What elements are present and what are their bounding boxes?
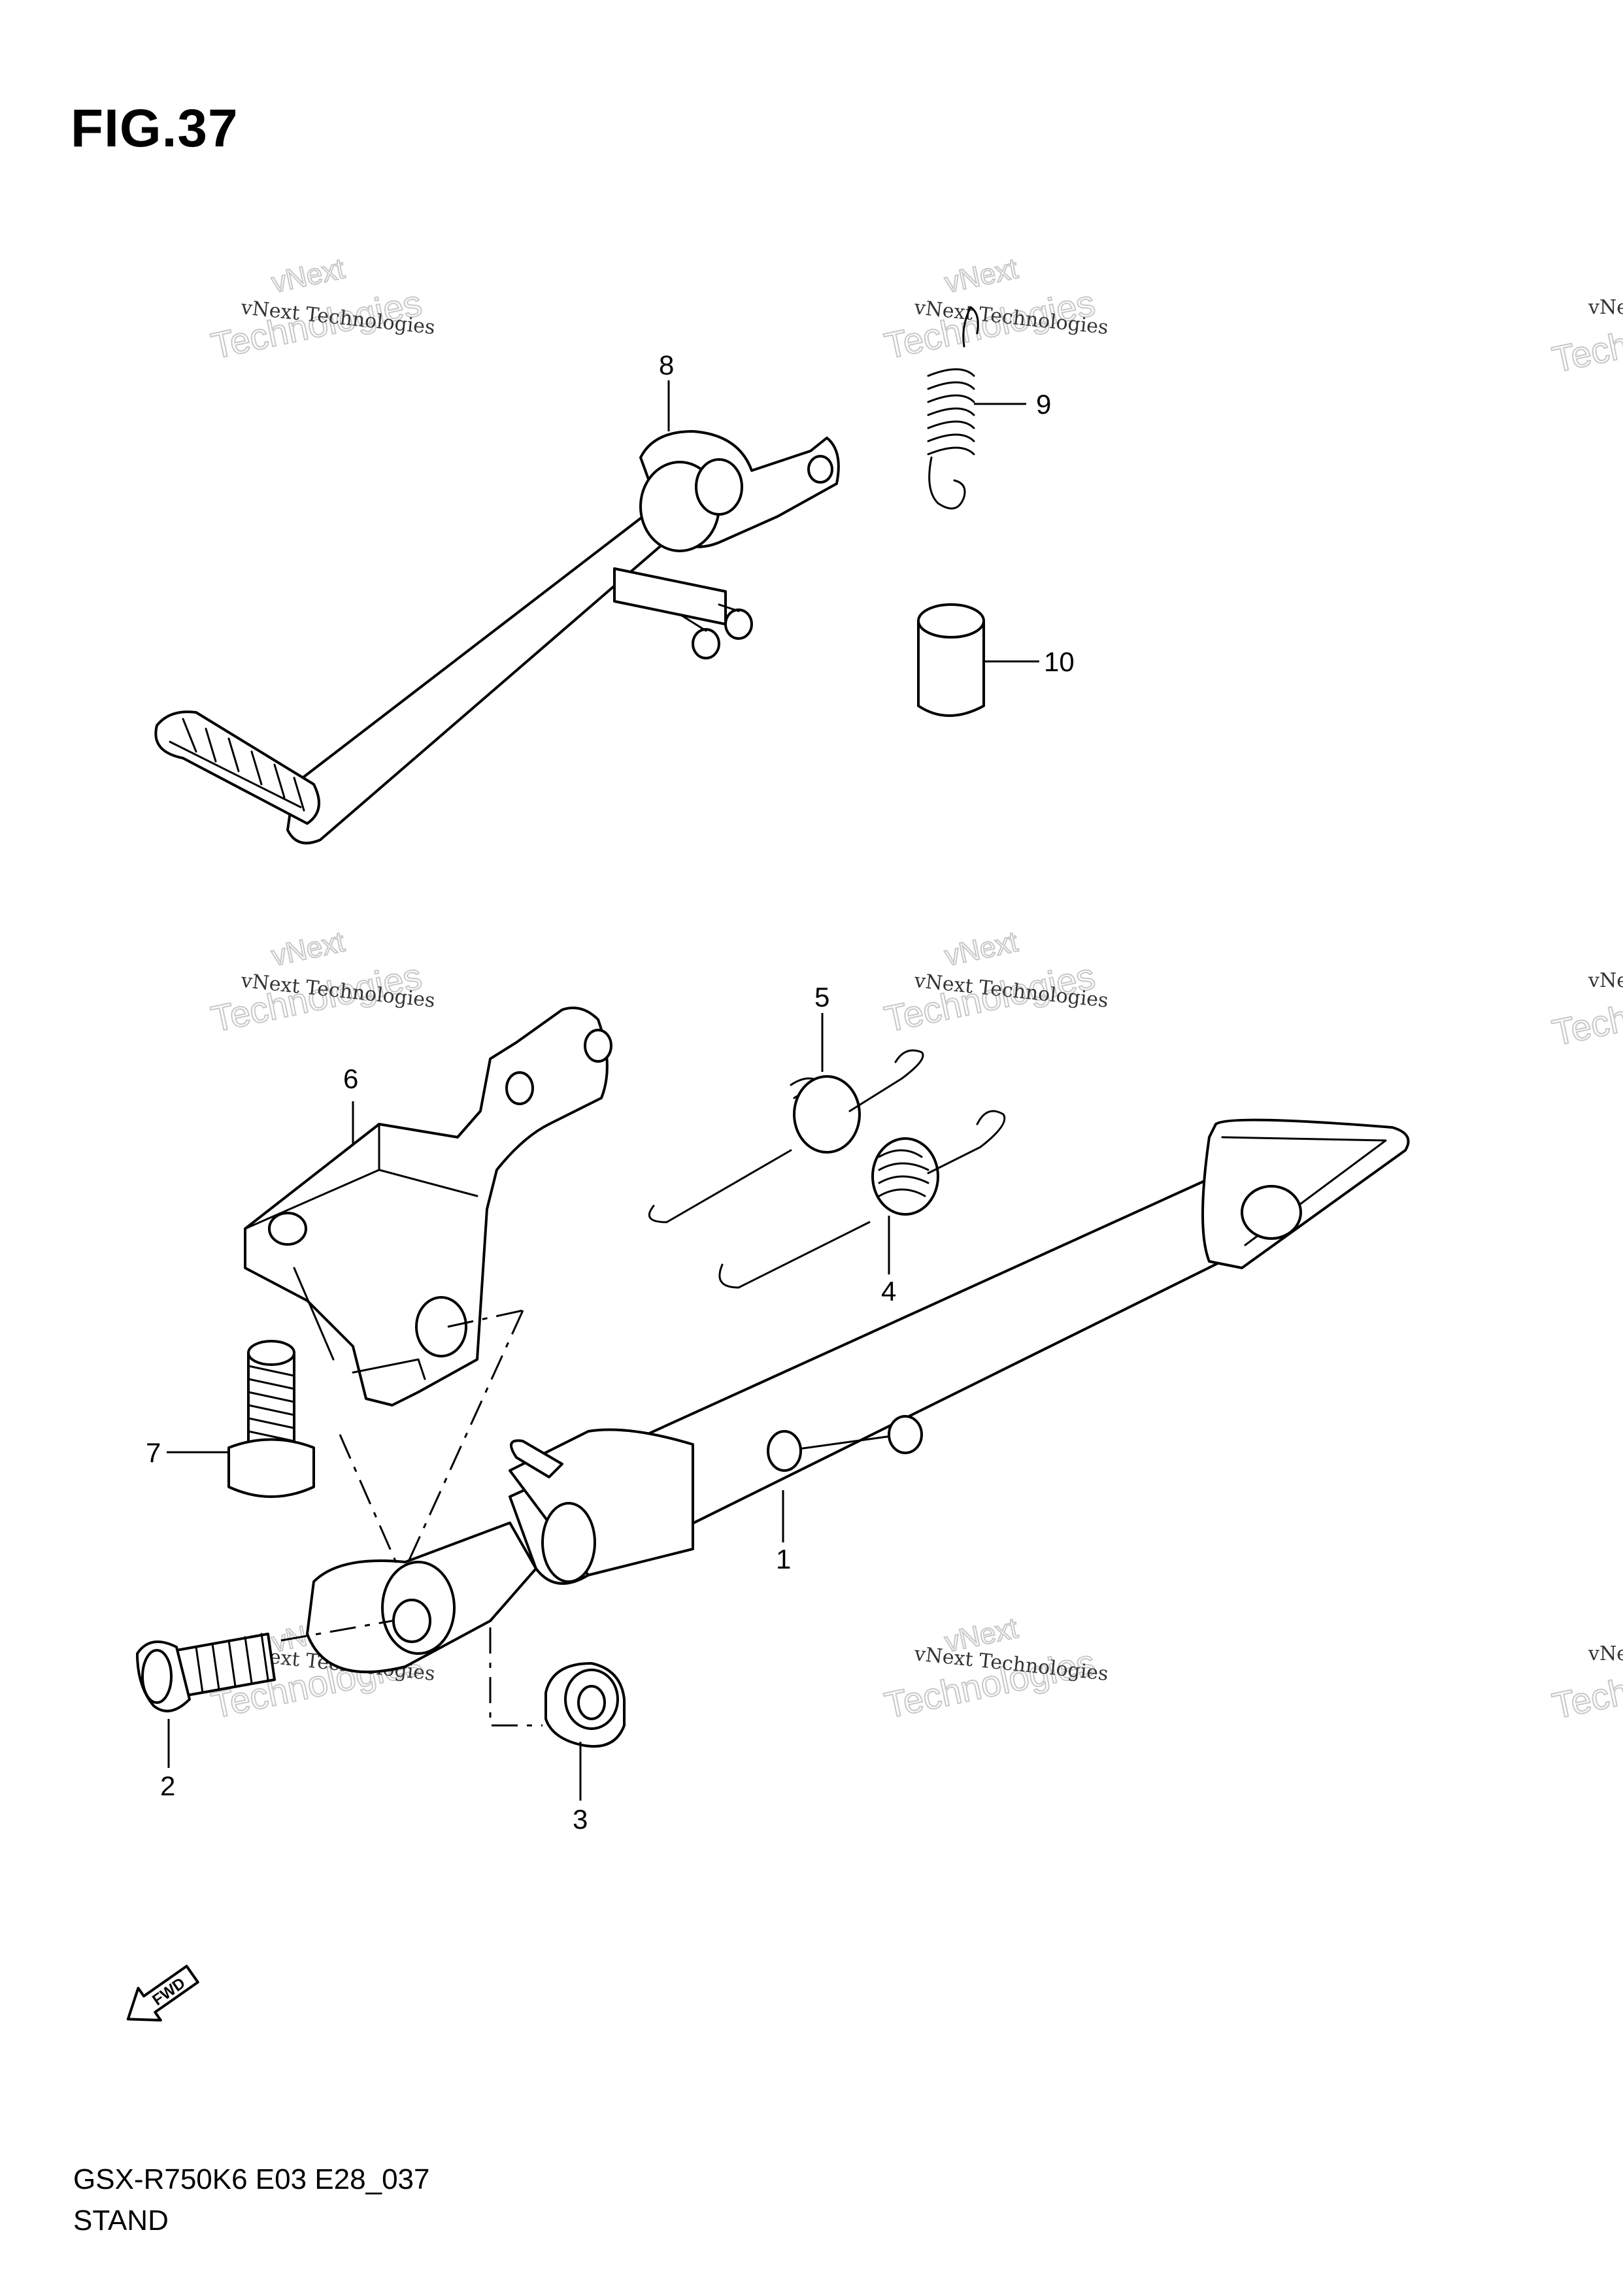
callout-2: 2 bbox=[160, 1771, 175, 1801]
callout-9: 9 bbox=[1036, 389, 1051, 420]
part-9-spring bbox=[927, 306, 979, 510]
leader-lines bbox=[167, 380, 1039, 1801]
figure-title: FIG.37 bbox=[71, 99, 239, 158]
assembly-lines bbox=[280, 1309, 543, 1727]
callout-7: 7 bbox=[146, 1437, 161, 1468]
callouts: 8 9 10 6 5 4 7 1 2 3 bbox=[146, 350, 1075, 1835]
callout-10: 10 bbox=[1044, 646, 1075, 677]
callout-4: 4 bbox=[881, 1276, 896, 1306]
watermark-top-text: vNext bbox=[942, 925, 1020, 972]
part-10-spacer bbox=[917, 603, 985, 717]
part-1-side-stand bbox=[306, 1118, 1410, 1674]
watermark-3: vNext Technologies bbox=[207, 925, 426, 1040]
part-2-pivot-bolt bbox=[136, 1633, 276, 1712]
watermark-small-text: vNext Technologies bbox=[1588, 1642, 1623, 1665]
watermark-1: vNext Technologies bbox=[207, 252, 426, 367]
diagram-name: STAND bbox=[73, 2204, 169, 2237]
callout-8: 8 bbox=[659, 350, 674, 380]
watermark-top-text: vNext bbox=[269, 252, 347, 299]
watermark-4: vNext Technologies bbox=[880, 925, 1099, 1040]
part-8-pedal bbox=[154, 430, 840, 844]
watermark-group: vNext Technologies vNext Technologies vN… bbox=[207, 252, 1623, 1727]
part-5-spring bbox=[648, 1049, 924, 1223]
part-6-bracket bbox=[244, 1007, 612, 1406]
part-7-bolt bbox=[227, 1340, 315, 1498]
fwd-arrow: FWD bbox=[126, 1965, 199, 2022]
watermark-top-text: vNext bbox=[942, 252, 1020, 299]
callout-6: 6 bbox=[343, 1063, 358, 1094]
watermark-2: vNext Technologies bbox=[880, 252, 1099, 367]
callout-1: 1 bbox=[776, 1544, 791, 1574]
watermark-small-text: vNext Technologies bbox=[1588, 296, 1623, 319]
part-3-nut bbox=[544, 1662, 626, 1748]
diagram-code: GSX-R750K6 E03 E28_037 bbox=[73, 2163, 430, 2195]
part-4-spring bbox=[718, 1110, 1006, 1289]
watermark-top-text: vNext bbox=[269, 925, 347, 972]
callout-3: 3 bbox=[573, 1804, 588, 1835]
callout-5: 5 bbox=[814, 982, 829, 1012]
watermark-small-text: vNext Technologies bbox=[1588, 969, 1623, 992]
